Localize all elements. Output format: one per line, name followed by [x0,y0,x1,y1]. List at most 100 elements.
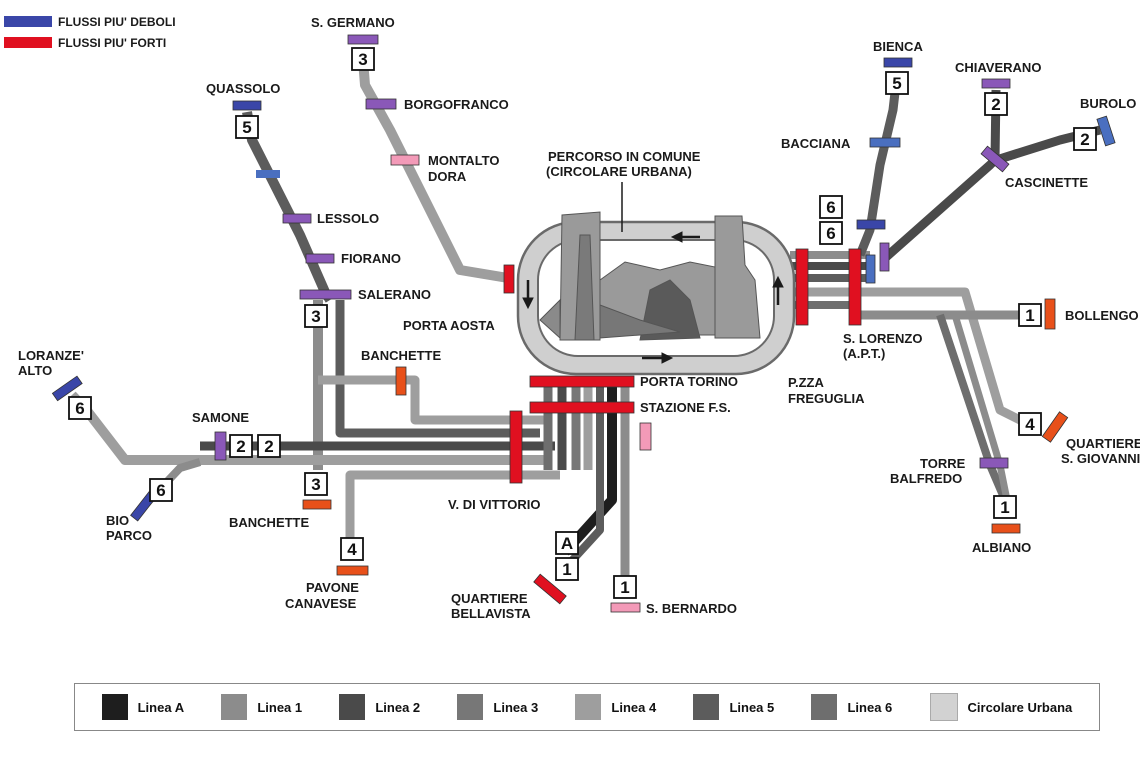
legend-label: Linea A [137,699,185,715]
legend-swatch [693,694,720,720]
stop-bar-freguglia [795,248,809,326]
line-box-s-bernardo: 1 [613,575,637,599]
legend-item-linea-1: Linea 1 [221,694,302,720]
stop-bar-pavone [336,565,369,576]
line-box-bollengo: 1 [1018,303,1042,327]
stop-bar-bellavista [533,573,567,605]
label-albiano: ALBIANO [972,540,1031,555]
line-box-s-lorenzo-b: 6 [819,221,843,245]
route-line-a-south [561,378,617,556]
label-s-lorenzo-1: S. LORENZO [843,331,922,346]
stop-bar-loranze [51,375,83,402]
stop-bar-s-lorenzo-v1 [865,254,876,284]
stop-bar-porta-aosta [503,264,515,294]
line-box-quassolo: 5 [235,115,259,139]
stop-bar-s-bernardo [610,602,641,613]
svg-text:2: 2 [264,437,273,456]
stop-bar-quassolo [232,100,262,111]
legend-swatch [221,694,248,720]
label-salerano: SALERANO [358,287,431,302]
label-bio-2: PARCO [106,528,152,543]
stop-bar-bollengo [1044,298,1056,330]
legend-swatch [575,694,602,720]
label-montalto-2: DORA [428,169,467,184]
label-bollengo: BOLLENGO [1065,308,1139,323]
stop-bar-stazione-pink [639,422,652,451]
stop-bar-porta-torino [529,375,635,388]
stop-labels: S. GERMANO BORGOFRANCO MONTALTO DORA QUA… [18,15,1140,621]
label-quassolo: QUASSOLO [206,81,280,96]
line-box-bellavista-a: A [555,531,579,555]
label-vittorio: V. DI VITTORIO [448,497,540,512]
svg-text:1: 1 [562,560,571,579]
stop-bar-s-lorenzo-v2 [879,242,890,272]
label-loranze-2: ALTO [18,363,52,378]
stop-bar-banchette-bottom [302,499,332,510]
center-label-2: (CIRCOLARE URBANA) [546,164,692,179]
label-s-lorenzo-2: (A.P.T.) [843,346,885,361]
legend-swatch [811,694,838,720]
legend-label: Linea 4 [611,699,657,715]
line-box-banchette: 3 [304,472,328,496]
legend-swatch [457,694,484,720]
line-box-bio: 6 [149,478,173,502]
legend-swatch [929,693,958,721]
stop-bar-samone [214,431,227,461]
stop-bar-salerano [299,289,352,300]
svg-text:A: A [561,534,573,553]
route-line-5-west [335,300,540,438]
stop-bar-montalto [390,154,420,166]
route-banchette-loop [318,375,545,425]
legend-label: Linea 3 [493,699,539,715]
line-box-s-giovanni: 4 [1018,412,1042,436]
label-s-germano: S. GERMANO [311,15,395,30]
label-banchette-bottom: BANCHETTE [229,515,309,530]
label-banchette-top: BANCHETTE [361,348,441,363]
label-porta-torino: PORTA TORINO [640,374,738,389]
label-pavone-2: CANAVESE [285,596,357,611]
label-s-giovanni-2: S. GIOVANNI [1061,451,1140,466]
stop-bar-cascinette [980,145,1010,173]
weak-flow-label: FLUSSI PIU' DEBOLI [58,15,176,29]
legend-item-linea-3: Linea 3 [457,694,538,720]
label-bellavista-2: BELLAVISTA [451,606,531,621]
stop-bar-vittorio [509,410,523,484]
flow-legend: FLUSSI PIU' DEBOLI FLUSSI PIU' FORTI [4,15,176,50]
stop-bar-stazione [529,401,635,414]
line-box-albiano: 1 [993,495,1017,519]
route-line-3-north [358,59,509,283]
line-box-samone-b: 2 [257,434,281,458]
stop-bar-borgofranco [365,98,397,110]
line-box-bienca: 5 [885,71,909,95]
stop-bar-s-giovanni [1041,411,1069,443]
stop-bar-fiorano [305,253,335,264]
line-box-bellavista-b: 1 [555,557,579,581]
label-bienca: BIENCA [873,39,923,54]
label-fiorano: FIORANO [341,251,401,266]
weak-flow-swatch [4,16,52,27]
legend-item-linea-4: Linea 4 [575,694,656,720]
svg-text:1: 1 [1025,306,1034,325]
line-box-burolo: 2 [1073,127,1097,151]
town-illustration [539,211,761,341]
legend-label: Circolare Urbana [967,699,1073,715]
stop-bar-s-lorenzo-blue [856,219,886,230]
svg-text:1: 1 [620,578,629,597]
svg-text:2: 2 [991,95,1000,114]
legend-item-linea-6: Linea 6 [811,694,892,720]
label-borgofranco: BORGOFRANCO [404,97,509,112]
stop-bar-lessolo [282,213,312,224]
label-bellavista-1: QUARTIERE [451,591,528,606]
legend-label: Linea 5 [729,699,775,715]
label-montalto-1: MONTALTO [428,153,500,168]
svg-text:2: 2 [1080,130,1089,149]
label-bacciana: BACCIANA [781,136,851,151]
strong-flow-label: FLUSSI PIU' FORTI [58,36,166,50]
stop-bar-burolo [1096,115,1116,147]
line-box-samone-a: 2 [229,434,253,458]
svg-text:3: 3 [311,475,320,494]
route-line-4-west [345,470,560,540]
svg-text:3: 3 [311,307,320,326]
line-box-pavone: 4 [340,537,364,561]
stop-bar-unnamed-1 [256,170,280,178]
